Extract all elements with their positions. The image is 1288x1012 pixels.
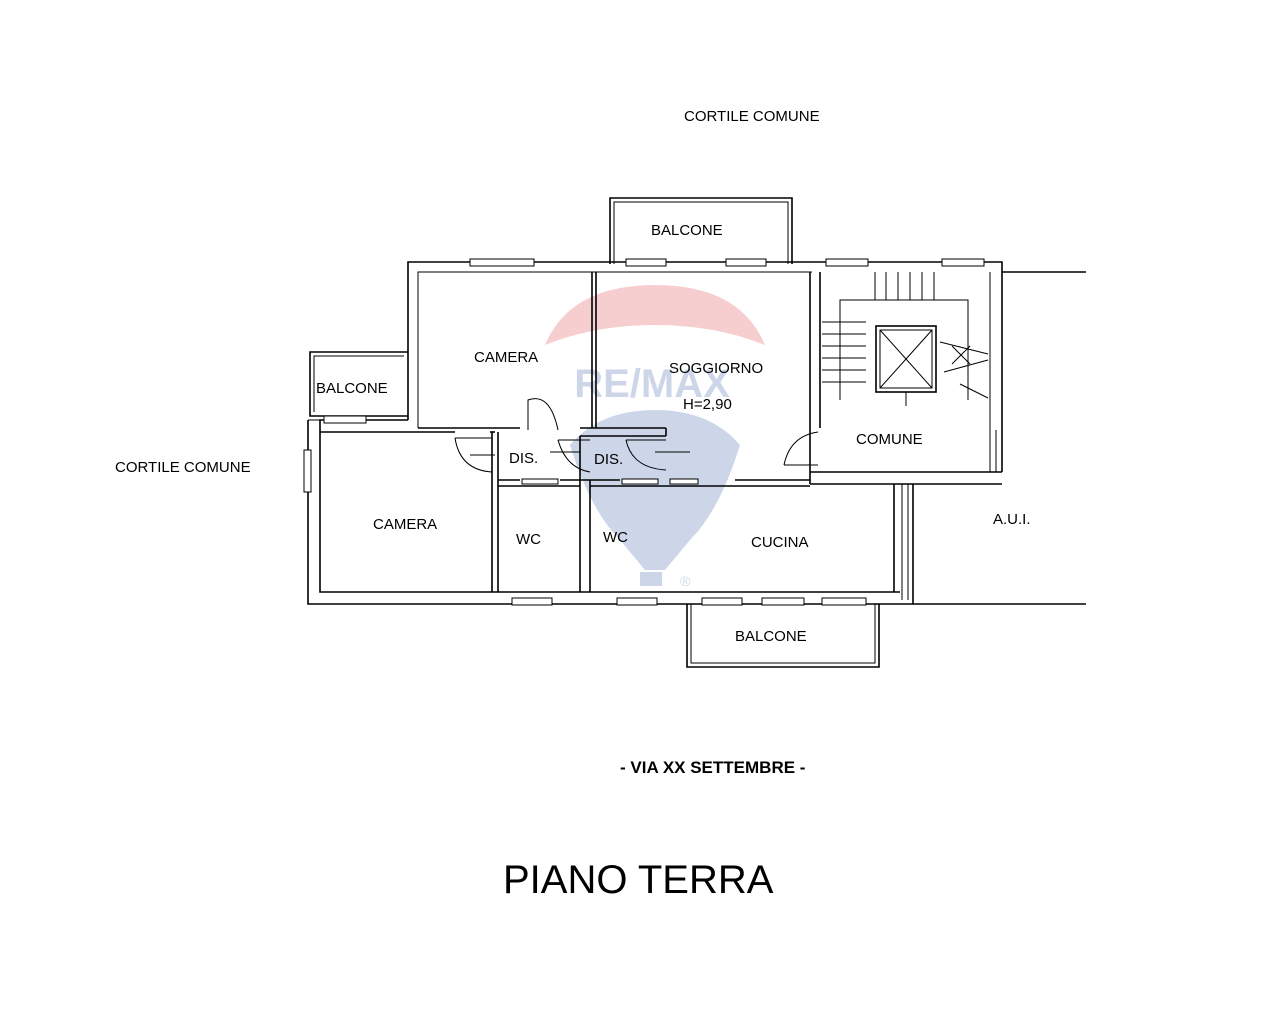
stairwell [822, 272, 997, 472]
label-dis-2: DIS. [594, 451, 623, 468]
floor-title: PIANO TERRA [503, 858, 774, 902]
label-comune: COMUNE [856, 431, 923, 448]
interior-walls [320, 271, 1086, 605]
watermark-text: RE/MAX [574, 362, 730, 406]
label-dis-1: DIS. [509, 450, 538, 467]
remax-watermark: RE/MAX ® [545, 285, 765, 589]
svg-text:®: ® [680, 573, 691, 589]
label-cortile-top: CORTILE COMUNE [684, 108, 820, 125]
label-height: H=2,90 [683, 396, 732, 413]
label-balcone-bottom: BALCONE [735, 628, 807, 645]
label-soggiorno: SOGGIORNO [669, 360, 763, 377]
balcony-bottom [686, 604, 880, 668]
label-aui: A.U.I. [993, 511, 1031, 528]
label-wc-1: WC [516, 531, 541, 548]
label-camera-top: CAMERA [474, 349, 538, 366]
street-name: - VIA XX SETTEMBRE - [620, 758, 805, 777]
label-cortile-left: CORTILE COMUNE [115, 459, 251, 476]
label-balcone-top: BALCONE [651, 222, 723, 239]
balcony-top [609, 197, 793, 264]
label-wc-2: WC [603, 529, 628, 546]
windows [303, 258, 985, 606]
doors [454, 398, 819, 473]
label-cucina: CUCINA [751, 534, 809, 551]
label-balcone-left: BALCONE [316, 380, 388, 397]
label-camera-left: CAMERA [373, 516, 437, 533]
